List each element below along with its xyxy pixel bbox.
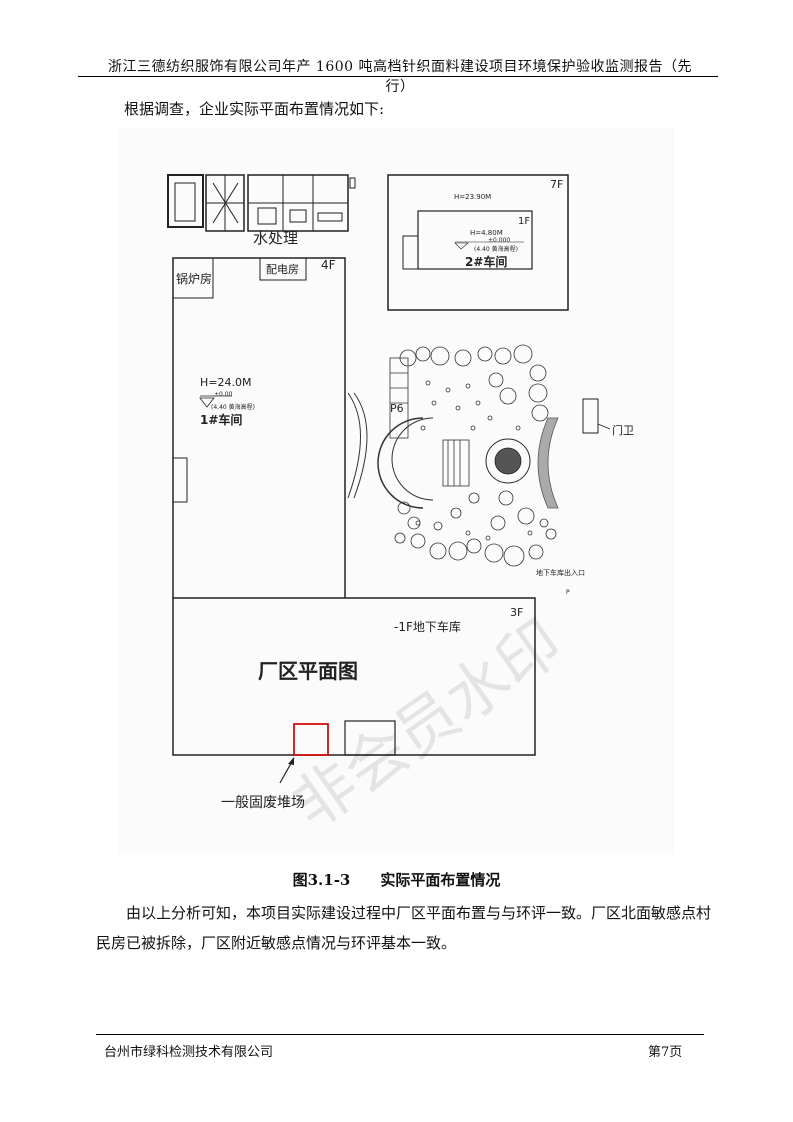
parking-p6-label: P6: [390, 402, 404, 415]
footer-company: 台州市绿科检测技术有限公司: [104, 1045, 274, 1060]
height-label-3: H=4.80M: [470, 229, 503, 237]
plan-title-label: 厂区平面图: [258, 659, 358, 683]
p-mark-label: P: [566, 589, 570, 596]
elevation-note-1: (4.40 黄海高程): [211, 403, 255, 411]
elevation-zero-1: ±0.00: [214, 391, 233, 398]
page-header: 浙江三德纺织服饰有限公司年产 1600 吨高档针织面料建设项目环境保护验收监测报…: [107, 59, 693, 95]
analysis-paragraph: 由以上分析可知，本项目实际建设过程中厂区平面布置与与环评一致。厂区北面敏感点村民…: [96, 904, 712, 952]
intro-text: 根据调查，企业实际平面布置情况如下:: [124, 100, 385, 118]
page-number: 第7页: [648, 1045, 683, 1060]
workshop-2-building: [387, 174, 569, 311]
workshop-1-label: 1#车间: [200, 412, 242, 427]
figure-caption: 图3.1-3 实际平面布置情况: [292, 871, 501, 889]
floor-4f-label: 4F: [321, 258, 336, 272]
height-label-2: H=23.90M: [454, 193, 491, 201]
floor-7f-label: 7F: [550, 178, 563, 191]
site-plan-figure: 水处理 锅炉房 配电房 4F H=24.0M ±0.00 (4.40 黄海高程)…: [118, 128, 675, 855]
footer-rule: [96, 1034, 704, 1035]
landscape-garden: [347, 344, 559, 567]
floor-1f-label: 1F: [518, 216, 530, 227]
elevation-zero-2: ±0.000: [488, 237, 510, 244]
height-label-1: H=24.0M: [200, 376, 251, 389]
elevation-note-2: (4.40 黄海高程): [474, 245, 518, 253]
workshop-2-label: 2#车间: [465, 254, 507, 269]
workshop-1-building: [172, 257, 346, 598]
guard-house: [582, 398, 599, 434]
solid-waste-yard-marker: [293, 723, 329, 756]
solid-waste-yard-label: 一般固废堆场: [221, 795, 305, 811]
garage-entrance-label: 地下车库出入口: [536, 568, 585, 577]
pointer-arrow-head: [288, 757, 294, 765]
water-treatment-building: [167, 174, 356, 232]
water-treatment-label: 水处理: [253, 229, 298, 247]
floor-3f-label: 3F: [510, 606, 523, 619]
garage-label: -1F地下车库: [394, 619, 461, 634]
header-rule: [78, 76, 718, 77]
underground-garage: [172, 597, 536, 756]
site-plan-drawing: 水处理 锅炉房 配电房 4F H=24.0M ±0.00 (4.40 黄海高程)…: [167, 174, 634, 843]
elevation-marker-2: [454, 242, 469, 250]
boiler-room-label: 锅炉房: [176, 271, 212, 286]
power-room-label: 配电房: [266, 263, 299, 276]
elevation-marker-1: [199, 397, 215, 408]
guard-house-label: 门卫: [612, 423, 634, 437]
